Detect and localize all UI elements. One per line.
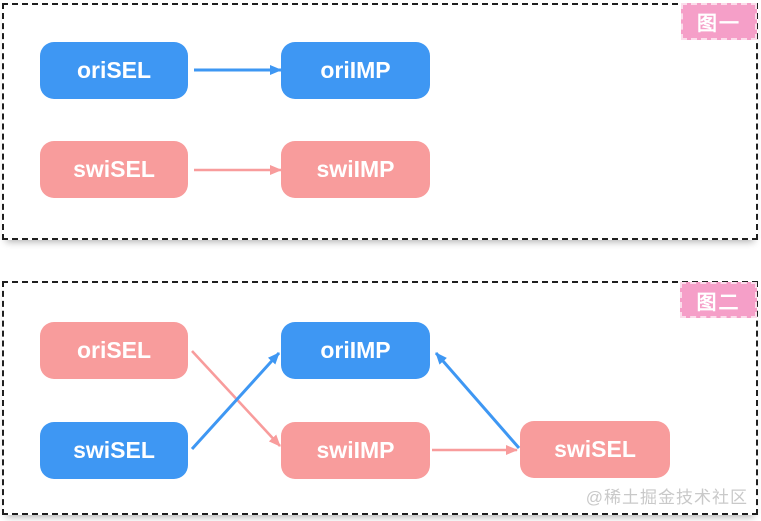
fig1-box-orisel: oriSEL (40, 42, 188, 99)
fig1-box-swiimp-label: swiIMP (316, 156, 395, 182)
fig2-box-oriimp-label: oriIMP (320, 337, 391, 363)
fig2-box-orisel-label: oriSEL (76, 337, 152, 363)
fig2-box-swisel-label: swiSEL (73, 437, 155, 463)
fig2-box-swiimp-label: swiIMP (316, 437, 395, 463)
figure1-panel (2, 3, 758, 240)
figure2-label: 图二 (696, 291, 741, 314)
figure1-label: 图一 (697, 13, 741, 35)
figure2-panel (2, 281, 758, 515)
fig2-box-swisel-2-label: swiSEL (554, 436, 636, 462)
fig2-box-swisel: swiSEL (40, 422, 188, 479)
fig1-box-orisel-label: oriSEL (76, 57, 152, 83)
fig1-box-swisel: swiSEL (40, 141, 188, 198)
watermark: @稀土掘金技术社区 (585, 488, 748, 507)
fig1-box-oriimp-label: oriIMP (320, 57, 391, 83)
fig2-box-swisel-2: swiSEL (520, 421, 670, 478)
figure1-label-tag: 图一 (681, 3, 757, 40)
fig1-box-swisel-label: swiSEL (73, 156, 155, 182)
fig1-box-oriimp: oriIMP (281, 42, 430, 99)
fig2-box-oriimp: oriIMP (281, 322, 430, 379)
fig2-box-orisel: oriSEL (40, 322, 188, 379)
figure2-label-tag: 图二 (680, 282, 757, 318)
fig1-box-swiimp: swiIMP (281, 141, 430, 198)
fig2-box-swiimp: swiIMP (281, 422, 430, 479)
